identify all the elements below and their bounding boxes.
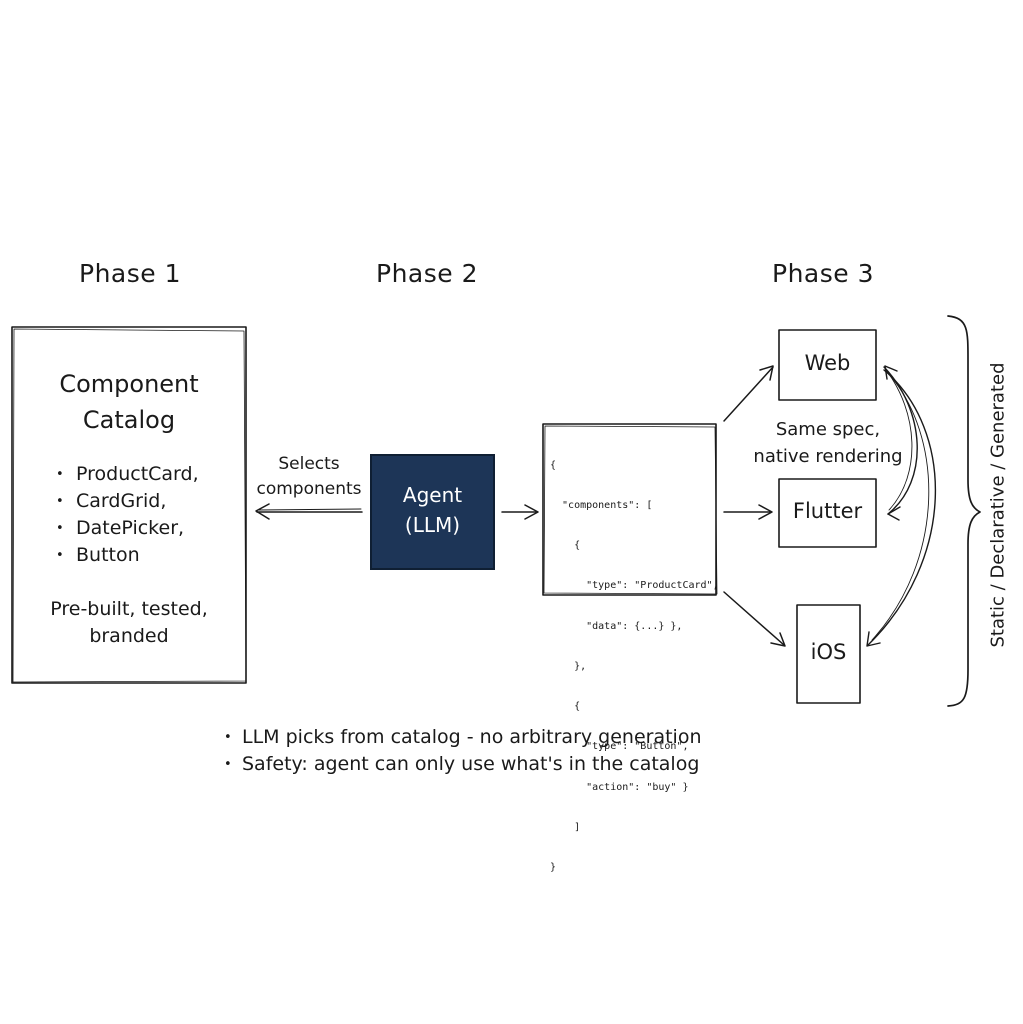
spec-code-line: { bbox=[550, 540, 581, 552]
selects-label: Selects components bbox=[250, 452, 368, 502]
ios-box-outline bbox=[796, 604, 861, 704]
catalog-note: Pre-built, tested, branded bbox=[12, 596, 246, 650]
agent-label-line1: Agent bbox=[402, 483, 463, 507]
spec-code-line: "components": [ bbox=[550, 500, 653, 512]
spec-code-line: "data": {...} }, bbox=[550, 620, 683, 632]
arrowhead-ios bbox=[770, 632, 786, 647]
arrowhead-catalog bbox=[255, 503, 270, 520]
spec-code-line: "type": "ProductCard", bbox=[550, 580, 719, 592]
agent-label: Agent (LLM) bbox=[371, 480, 494, 540]
phase-2-title: Phase 2 bbox=[376, 259, 478, 288]
arrowhead-flutter bbox=[758, 504, 773, 520]
spec-code-line: { bbox=[550, 459, 557, 471]
curve-web-flutter-sketch bbox=[885, 369, 913, 511]
web-label: Web bbox=[804, 351, 851, 375]
spec-code-line: } bbox=[550, 862, 557, 873]
spec-code-line: "action": "buy" } bbox=[550, 781, 689, 793]
phase-3-title: Phase 3 bbox=[772, 259, 874, 288]
arrow-spec-to-ios bbox=[723, 591, 785, 646]
catalog-title: Component Catalog bbox=[12, 366, 246, 438]
catalog-item: DatePicker, bbox=[56, 515, 199, 542]
note-item: LLM picks from catalog - no arbitrary ge… bbox=[222, 724, 702, 751]
ios-label: iOS bbox=[810, 640, 847, 664]
curve-web-ios-sketch bbox=[871, 371, 930, 641]
flutter-box-outline bbox=[778, 478, 877, 548]
arrowhead-curve-flutter bbox=[887, 506, 901, 521]
catalog-item: ProductCard, bbox=[56, 461, 199, 488]
spec-code-line: { bbox=[550, 701, 581, 713]
spec-code-line: ] bbox=[550, 821, 581, 833]
catalog-title-line1: Component bbox=[59, 370, 199, 398]
selects-label-line2: components bbox=[256, 479, 362, 499]
catalog-title-line2: Catalog bbox=[82, 406, 176, 434]
catalog-box-outline-sketch bbox=[12, 328, 247, 683]
platforms-note-line2: native rendering bbox=[753, 446, 903, 467]
arrowhead-web bbox=[759, 365, 774, 381]
catalog-list: ProductCard, CardGrid, DatePicker, Butto… bbox=[56, 461, 199, 569]
notes-list: LLM picks from catalog - no arbitrary ge… bbox=[222, 724, 702, 778]
catalog-note-line1: Pre-built, tested, bbox=[50, 598, 208, 620]
platforms-note: Same spec, native rendering bbox=[740, 416, 916, 470]
curve-web-ios bbox=[867, 369, 937, 646]
bracket-label: Static / Declarative / Generated bbox=[987, 362, 1009, 648]
catalog-box-outline bbox=[11, 326, 247, 684]
flutter-label: Flutter bbox=[792, 499, 863, 523]
web-box-outline bbox=[778, 329, 877, 401]
catalog-note-line2: branded bbox=[89, 625, 169, 647]
agent-box-fill bbox=[370, 454, 495, 570]
arrowhead-curve-ios bbox=[866, 631, 881, 647]
arrow-spec-to-web bbox=[723, 366, 774, 422]
phase-1-title: Phase 1 bbox=[79, 259, 181, 288]
spec-code-line: }, bbox=[550, 660, 587, 672]
right-bracket bbox=[947, 315, 981, 707]
spec-box-outline-sketch bbox=[543, 425, 718, 595]
selects-label-line1: Selects bbox=[278, 454, 340, 474]
platforms-note-line1: Same spec, bbox=[775, 419, 881, 440]
arrowhead-spec bbox=[524, 504, 539, 520]
catalog-item: Button bbox=[56, 542, 199, 569]
note-item: Safety: agent can only use what's in the… bbox=[222, 751, 702, 778]
spec-code: { "components": [ { "type": "ProductCard… bbox=[550, 432, 719, 901]
arrow-agent-to-catalog-sketch bbox=[257, 508, 362, 511]
catalog-item: CardGrid, bbox=[56, 488, 199, 515]
agent-label-line2: (LLM) bbox=[404, 513, 461, 537]
